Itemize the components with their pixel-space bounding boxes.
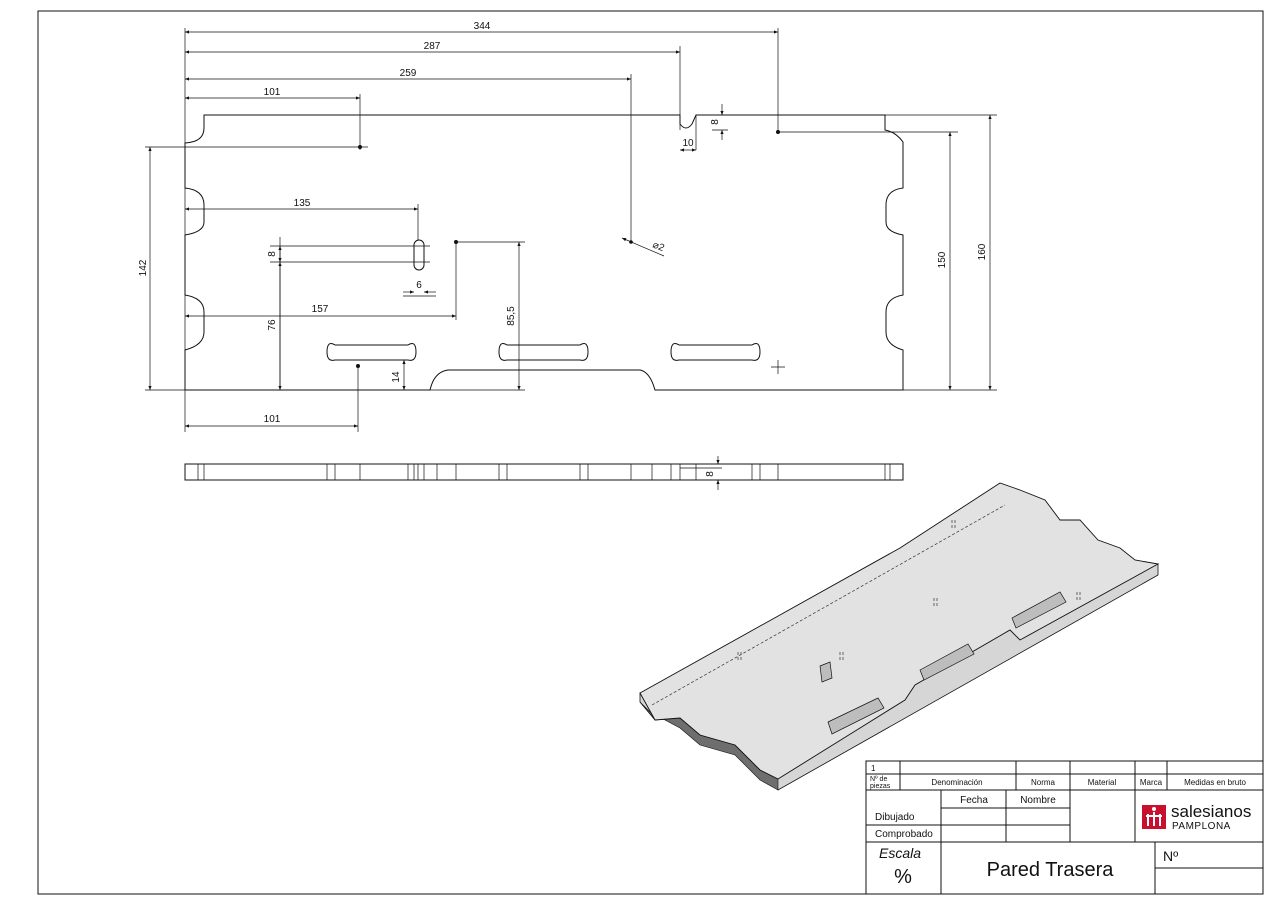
dim-101-bottom: 101: [264, 414, 281, 425]
isometric-view: [639, 482, 1160, 791]
dim-phi2: ⌀2: [651, 240, 666, 255]
slot-hole-3: [670, 343, 761, 361]
slot-hole-2: [498, 343, 589, 361]
dim-287: 287: [424, 41, 441, 52]
dim-8-slot: 8: [267, 251, 278, 257]
dim-8-top: 8: [710, 119, 721, 125]
dim-8-side: 8: [705, 471, 716, 477]
front-view: 344 287 259 101 8 10 142 135 8 6 157 76 …: [138, 21, 997, 432]
label-fecha: Fecha: [960, 795, 988, 806]
dim-101-top: 101: [264, 87, 281, 98]
dim-344: 344: [474, 21, 491, 32]
label-escala: Escala: [879, 845, 921, 861]
drawing-title: Pared Trasera: [987, 859, 1115, 881]
plate-outline: [184, 114, 904, 391]
dim-157: 157: [312, 304, 329, 315]
header-material: Material: [1088, 778, 1117, 787]
label-nombre: Nombre: [1020, 795, 1056, 806]
label-dibujado: Dibujado: [875, 812, 915, 823]
dim-76: 76: [267, 319, 278, 331]
logo-subtext: PAMPLONA: [1172, 821, 1231, 832]
pieces-count: 1: [871, 764, 876, 773]
header-marca: Marca: [1140, 778, 1163, 787]
slot-hole-1: [326, 343, 417, 361]
dim-160: 160: [977, 243, 988, 260]
header-medidas: Medidas en bruto: [1184, 778, 1246, 787]
dim-85-5: 85,5: [506, 306, 517, 326]
dim-150: 150: [937, 251, 948, 268]
side-view: 8: [184, 456, 904, 490]
dim-135: 135: [294, 198, 311, 209]
salesianos-logo: salesianos PAMPLONA: [1142, 802, 1251, 832]
header-norma: Norma: [1031, 778, 1056, 787]
logo-text: salesianos: [1171, 802, 1251, 821]
vertical-slot: [413, 239, 425, 271]
header-denominacion: Denominación: [931, 778, 982, 787]
dim-14: 14: [391, 371, 402, 383]
dim-142: 142: [138, 259, 149, 276]
value-escala: %: [894, 866, 912, 888]
label-numero: Nº: [1163, 848, 1178, 864]
label-comprobado: Comprobado: [875, 829, 933, 840]
center-mark-right: [771, 360, 785, 374]
sheet-border: [37, 10, 1264, 895]
dim-6: 6: [416, 280, 422, 291]
dim-10: 10: [682, 138, 694, 149]
dim-259: 259: [400, 68, 417, 79]
